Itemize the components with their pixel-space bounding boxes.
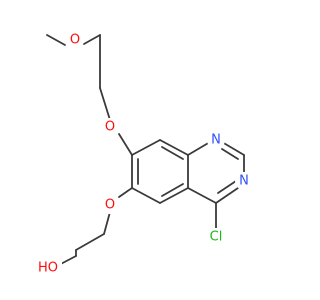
atom-label-hydroxyl: HO — [38, 261, 58, 276]
bond-layer — [46, 34, 245, 268]
bond-c5-c6 — [131, 187, 161, 204]
bond-c8-c8a-inner — [161, 146, 184, 160]
structure-diagram: O O N N O Cl HO — [34, 31, 253, 277]
atom-label-n1: N — [211, 133, 221, 148]
bond-o-ch2a — [83, 34, 101, 45]
bond-ch2a-ch2b-2 — [75, 233, 105, 251]
atom-label-o-ether-7: O — [105, 120, 115, 135]
bond-ch2b-o7 — [99, 87, 111, 121]
atom-label-layer: O O N N O Cl HO — [34, 31, 253, 277]
bond-c4a-c5-inner — [161, 183, 184, 197]
bond-n1-c2-inner — [221, 148, 239, 160]
bond-c8-c8a — [159, 139, 189, 156]
bond-c4a-c5 — [159, 187, 189, 204]
atom-label-chlorine: Cl — [210, 230, 223, 245]
bond-c8a-n1 — [187, 141, 211, 156]
bond-o7-c7 — [118, 133, 133, 156]
atom-label-o-ether-6: O — [105, 198, 115, 213]
bond-n1-c2 — [221, 141, 245, 156]
bond-c6-o6 — [118, 187, 133, 198]
bond-c7-c8 — [131, 139, 161, 156]
bond-n3-c4 — [215, 187, 239, 204]
bond-o6-ch2a — [103, 211, 111, 235]
bond-c4-c4a — [187, 187, 217, 204]
bond-n3-c4-inner — [217, 180, 237, 194]
atom-label-n3: N — [239, 174, 249, 189]
bond-methyl-o — [46, 34, 66, 46]
atom-label-o-methoxy: O — [70, 33, 80, 48]
